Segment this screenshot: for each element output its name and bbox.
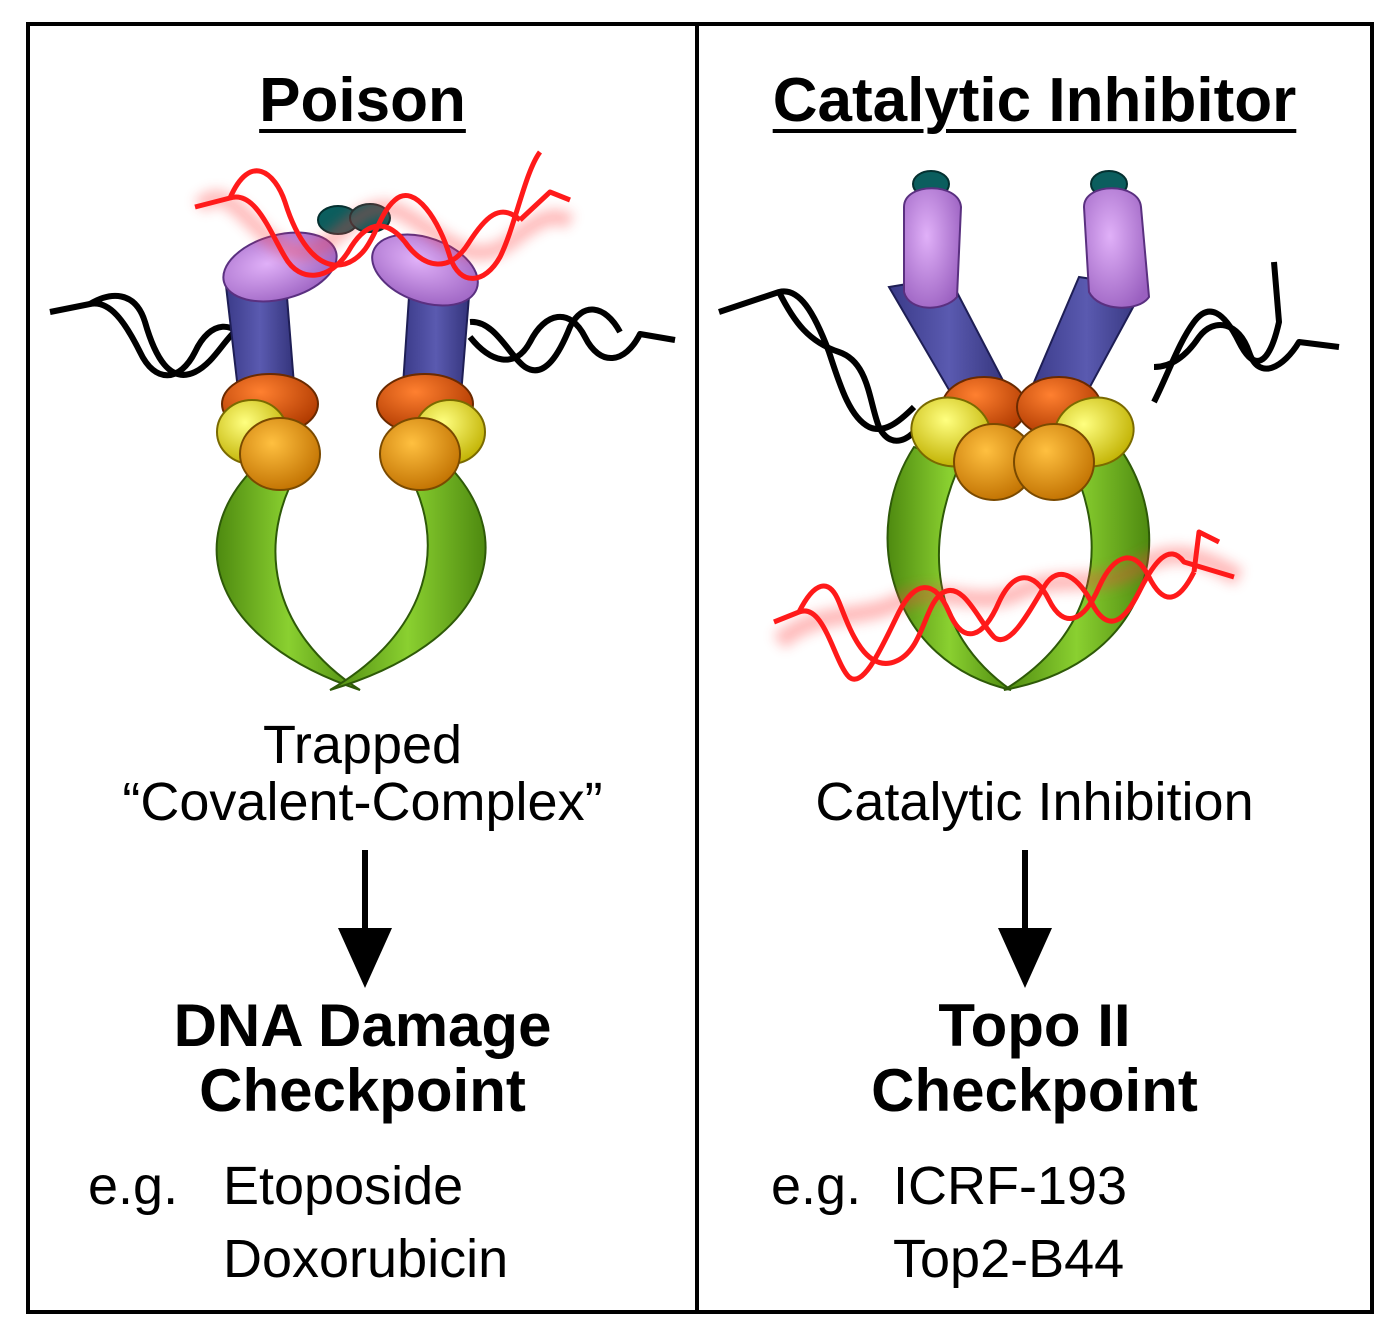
mechanism-line-2: “Covalent-Complex” <box>122 771 603 832</box>
poison-outcome: DNA Damage Checkpoint <box>30 992 695 1124</box>
poison-topo-ii-illustration <box>49 150 676 691</box>
catalytic-topo-ii-illustration <box>718 170 1340 691</box>
catalytic-inhibitor-panel: Catalytic Inhibitor <box>699 22 1370 1314</box>
outcome-line-2: Checkpoint <box>871 1056 1198 1124</box>
catalytic-inhibitor-title: Catalytic Inhibitor <box>772 66 1297 135</box>
poison-examples: e.g. Etoposide Doxorubicin <box>88 1150 508 1296</box>
t-segment-dna <box>194 150 571 281</box>
outcome-line-1: DNA Damage <box>173 992 552 1059</box>
example-drug: Top2-B44 <box>893 1228 1125 1289</box>
atpase-domains <box>903 170 1151 309</box>
g-segment-dna <box>49 292 676 379</box>
down-arrow <box>998 850 1052 988</box>
poison-mechanism: Trapped “Covalent-Complex” <box>30 717 695 830</box>
mechanism-line-1: Trapped <box>262 715 463 775</box>
example-drug: Doxorubicin <box>223 1228 509 1289</box>
winged-helix-domains <box>216 399 486 491</box>
winged-helix-domains <box>910 396 1135 501</box>
poison-panel: Poison <box>30 22 695 1314</box>
figure-frame <box>26 22 1374 1314</box>
c-gate-domain <box>215 466 487 691</box>
mechanism-line-1: Catalytic Inhibition <box>815 772 1254 832</box>
down-arrow <box>338 850 392 988</box>
example-drug: ICRF-193 <box>893 1156 1128 1216</box>
poison-title: Poison <box>259 66 466 135</box>
catalytic-mechanism: Catalytic Inhibition <box>699 774 1370 831</box>
g-segment-dna <box>718 261 1340 444</box>
c-gate-domain <box>886 445 1151 691</box>
example-drug: Etoposide <box>223 1156 464 1216</box>
outcome-line-1: Topo II <box>938 992 1131 1059</box>
catalytic-examples: e.g. ICRF-193 Top2-B44 <box>771 1150 1127 1296</box>
outcome-line-2: Checkpoint <box>199 1056 526 1124</box>
catalytic-outcome: Topo II Checkpoint <box>699 992 1370 1124</box>
examples-prefix: e.g. <box>88 1156 179 1216</box>
panel-divider <box>695 22 699 1314</box>
examples-prefix: e.g. <box>771 1156 862 1216</box>
t-segment-dna <box>773 529 1235 682</box>
